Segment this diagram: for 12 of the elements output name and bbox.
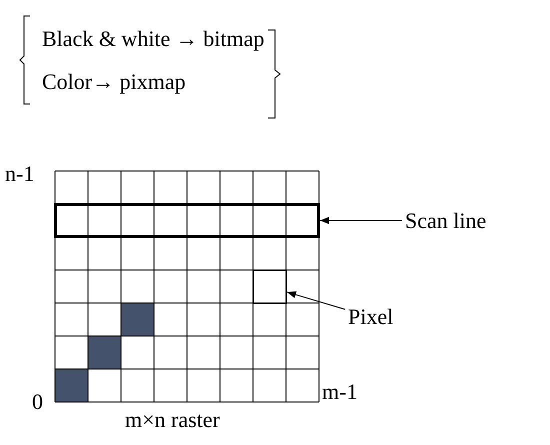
axis-label: 0 <box>32 390 43 414</box>
axis-label: n-1 <box>5 162 34 186</box>
arrow <box>320 216 402 224</box>
axis-label: m-1 <box>322 380 358 404</box>
caption: m×n raster <box>125 408 220 432</box>
pixel-cell <box>253 270 287 304</box>
callout-text: Scan line <box>405 209 486 233</box>
mapping-text: Black & white → bitmap <box>42 27 264 51</box>
callout-text: Pixel <box>348 305 394 329</box>
scan-line-highlight <box>54 203 320 238</box>
arrow <box>286 291 346 310</box>
mapping-text: Color→ pixmap <box>42 70 186 94</box>
